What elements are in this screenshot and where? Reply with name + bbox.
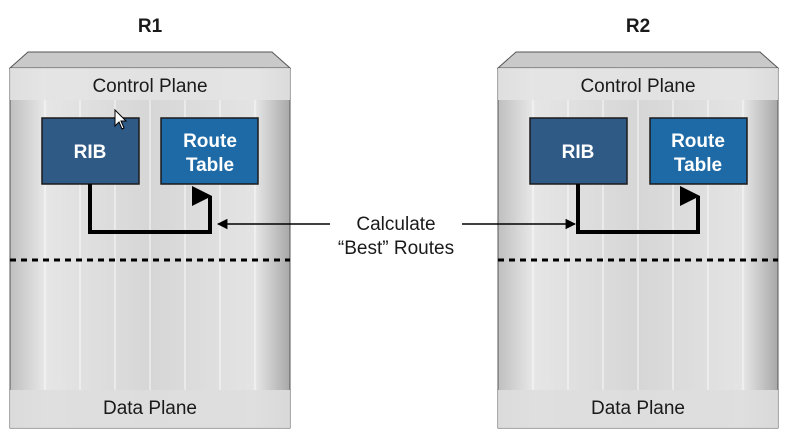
router-title: R2	[626, 16, 650, 37]
router-r1: R1 Control Plane Data Plane RIB Route Ta…	[8, 16, 292, 429]
mouse-cursor-icon	[114, 108, 128, 130]
control-plane-band	[498, 68, 778, 100]
center-label-line1: Calculate	[356, 214, 435, 235]
route-table-box	[649, 117, 748, 185]
data-plane-band	[498, 390, 778, 428]
control-plane-label: Control Plane	[580, 76, 695, 97]
router-title: R1	[138, 16, 163, 37]
rib-box	[529, 117, 628, 185]
data-plane-label: Data Plane	[103, 398, 197, 419]
route-table-label-line2: Table	[186, 155, 234, 176]
data-plane-label: Data Plane	[591, 398, 685, 419]
chassis-top	[8, 51, 292, 69]
data-plane-band	[10, 390, 290, 428]
rib-to-table-arrow	[576, 184, 700, 234]
center-label-line2: “Best” Routes	[338, 238, 454, 259]
rib-label: RIB	[74, 142, 107, 163]
router-r2: R2 Control Plane Data Plane RIB Route Ta…	[496, 16, 780, 429]
rib-to-table-arrow	[88, 184, 212, 234]
control-plane-label: Control Plane	[92, 76, 207, 97]
route-table-label-line1: Route	[671, 131, 725, 152]
chassis-top	[496, 51, 780, 69]
rib-label: RIB	[562, 142, 595, 163]
control-plane-band	[10, 68, 290, 100]
route-table-label-line1: Route	[183, 131, 237, 152]
route-table-label-line2: Table	[674, 155, 722, 176]
center-annotation: Calculate “Best” Routes	[216, 214, 577, 259]
route-table-box	[160, 117, 259, 185]
